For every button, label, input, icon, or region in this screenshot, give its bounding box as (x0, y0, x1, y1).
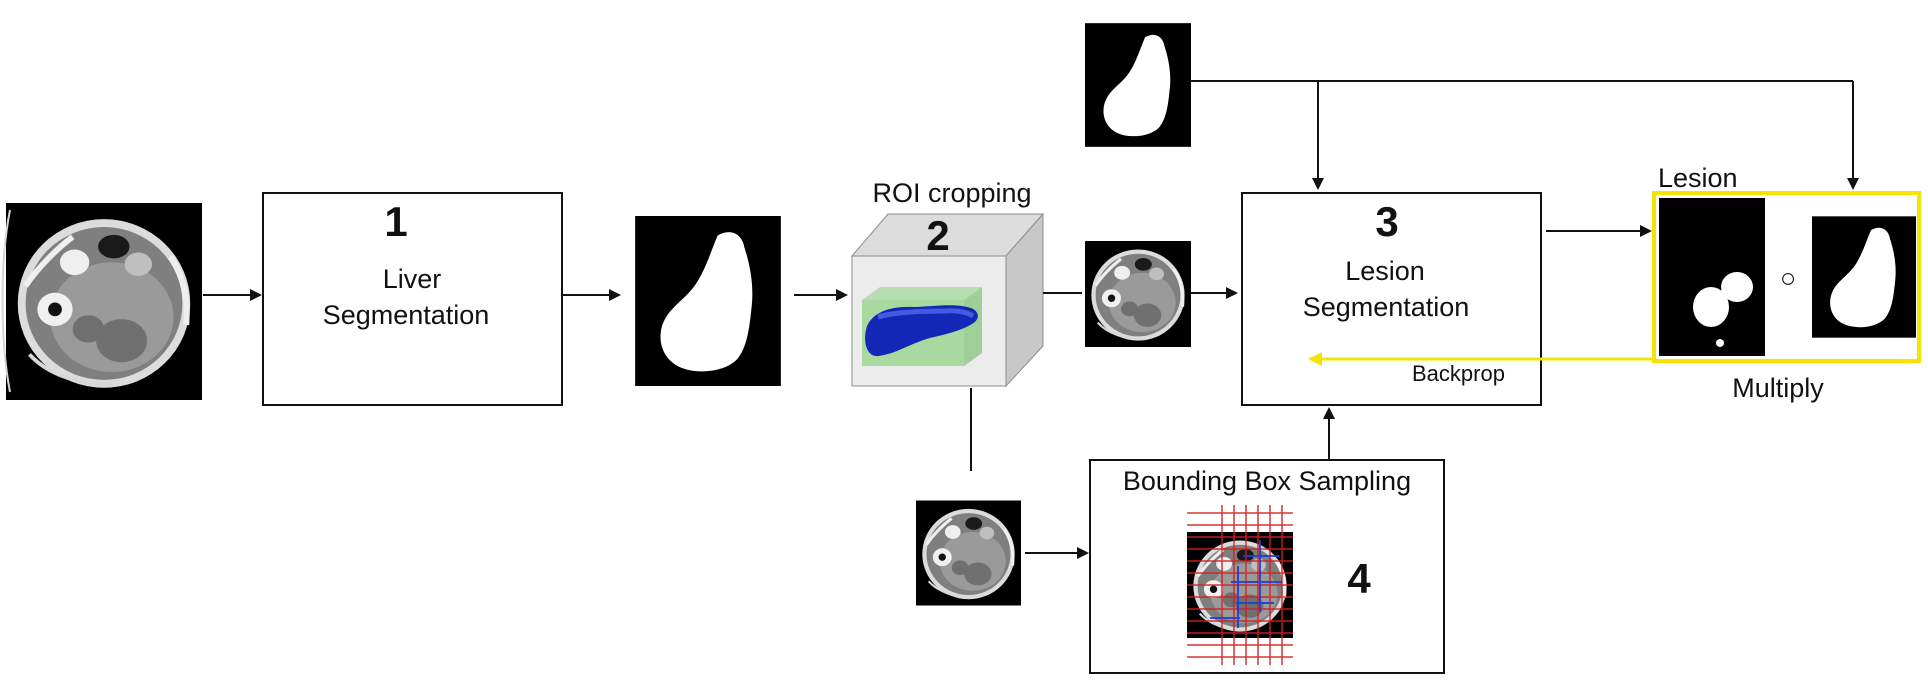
lesion-segmentation-label-line1: Lesion (1345, 256, 1425, 286)
roi-cube-icon (850, 212, 1045, 388)
input-ct-scan (1, 203, 202, 400)
step-number-1: 1 (384, 198, 407, 245)
multiply-output-panel: Lesion ○ Multiply (1652, 163, 1921, 403)
sampling-grid-image (1187, 505, 1293, 665)
bounding-box-sampling-title: Bounding Box Sampling (1123, 466, 1411, 496)
backprop-label: Backprop (1412, 361, 1505, 386)
liver-mask-output (635, 216, 781, 386)
top-liver-mask (1085, 23, 1191, 147)
multiply-operator-symbol: ○ (1780, 263, 1796, 293)
liver-segmentation-label-line2: Segmentation (323, 300, 490, 330)
liver-segmentation-label-line1: Liver (383, 264, 442, 294)
lesion-output-label: Lesion (1658, 163, 1738, 193)
roi-cropping-step: ROI cropping 2 (850, 178, 1045, 388)
roi-cropping-caption: ROI cropping (872, 178, 1031, 208)
multiply-label: Multiply (1732, 373, 1824, 403)
cropped-ct-scan-top (1085, 241, 1191, 347)
step-number-3: 3 (1375, 198, 1398, 245)
bounding-box-sampling-box: Bounding Box Sampling 4 (1089, 459, 1445, 674)
step-number-2: 2 (926, 212, 949, 259)
lesion-segmentation-label-line2: Segmentation (1303, 292, 1470, 322)
liver-segmentation-box: 1 Liver Segmentation (262, 192, 563, 406)
step-number-4: 4 (1347, 555, 1371, 602)
lesion-segmentation-box: 3 Lesion Segmentation Backprop (1241, 192, 1542, 406)
cropped-ct-scan-bottom (916, 501, 1021, 606)
